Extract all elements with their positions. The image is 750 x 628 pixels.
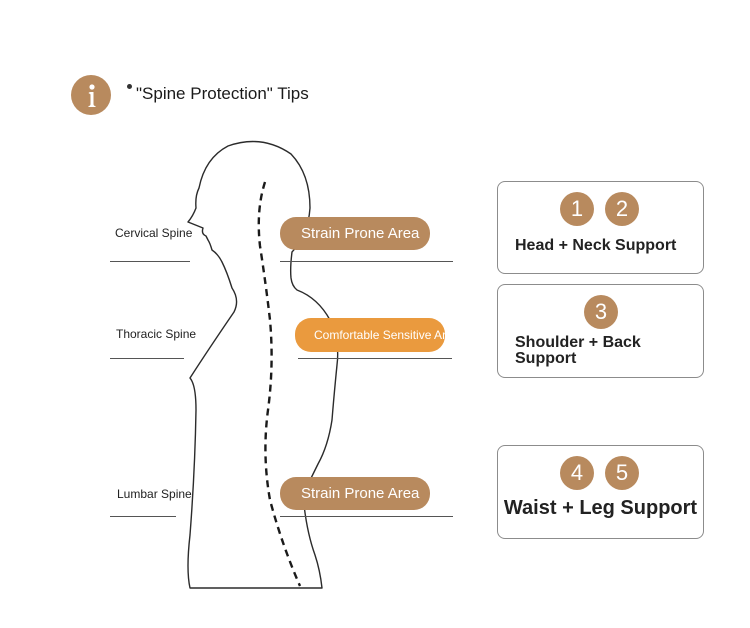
lumbar-spine-label: Lumbar Spine: [117, 487, 192, 501]
thoracic-divider: [110, 358, 184, 359]
middle-zone-divider: [298, 358, 452, 359]
card-label: Head + Neck Support: [515, 237, 677, 254]
number-badge: 3: [584, 295, 618, 329]
page-title: "Spine Protection" Tips: [136, 84, 309, 103]
card-label: Waist + Leg Support: [503, 497, 698, 519]
cervical-spine-label: Cervical Spine: [115, 226, 193, 240]
title-bullet: [127, 84, 132, 89]
info-icon: [71, 75, 111, 115]
middle-zone-label: Comfortable Sensitive Area: [314, 328, 460, 342]
spine-line: [257, 181, 302, 587]
number-badge: 5: [605, 456, 639, 490]
number-badge: 1: [560, 192, 594, 226]
upper-strain-prone-area: Strain Prone Area: [280, 217, 430, 250]
waist-leg-support-card: 4 5 Waist + Leg Support: [497, 445, 704, 539]
comfortable-sensitive-area: Comfortable Sensitive Area: [295, 318, 459, 352]
upper-zone-divider: [280, 261, 453, 262]
lower-strain-prone-area: Strain Prone Area: [280, 477, 430, 510]
number-badge: 2: [605, 192, 639, 226]
number-badge: 4: [560, 456, 594, 490]
upper-zone-label: Strain Prone Area: [301, 225, 420, 242]
cervical-divider: [110, 261, 190, 262]
body-outline: [187, 140, 339, 589]
shoulder-back-support-card: 3 Shoulder + Back Support: [497, 284, 704, 378]
thoracic-spine-label: Thoracic Spine: [116, 327, 197, 341]
lower-zone-divider: [280, 516, 453, 517]
lumbar-divider: [110, 516, 176, 517]
lower-zone-label: Strain Prone Area: [301, 485, 420, 502]
card-label: Shoulder + Back Support: [515, 334, 641, 367]
head-neck-support-card: 1 2 Head + Neck Support: [497, 181, 704, 274]
